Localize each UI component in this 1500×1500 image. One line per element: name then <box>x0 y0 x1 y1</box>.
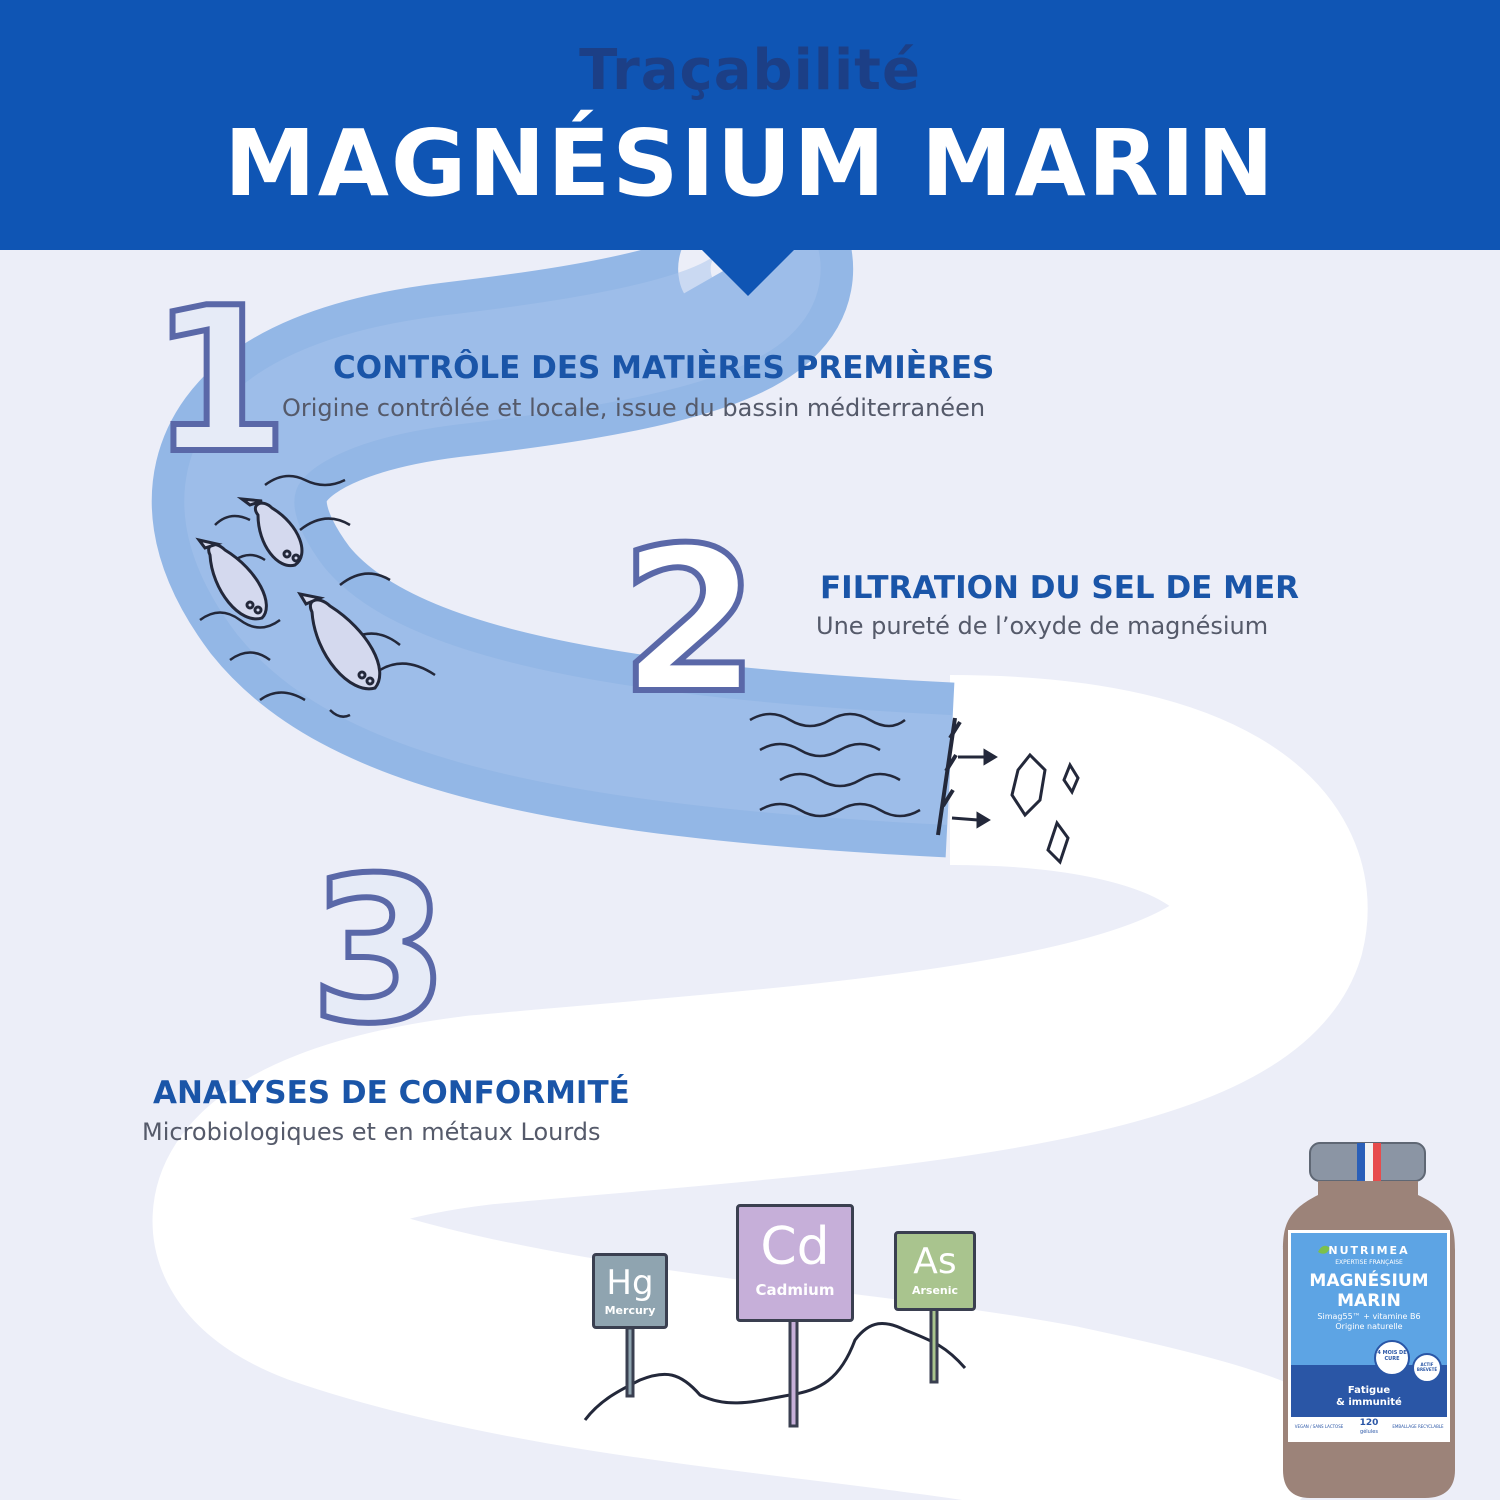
product-ingredients: Simag55™ + vitamine B6 <box>1317 1312 1421 1321</box>
leaf-icon <box>1318 1245 1330 1254</box>
product-benefit-line1: Fatigue <box>1347 1385 1391 1396</box>
product-benefit-line2: & immunité <box>1336 1397 1402 1408</box>
element-name: Arsenic <box>911 1284 959 1297</box>
product-bottle <box>1283 1142 1455 1498</box>
wave-icon <box>749 712 921 818</box>
element-name: Mercury <box>604 1304 656 1317</box>
element-name: Cadmium <box>755 1281 835 1299</box>
step-1-description: Origine contrôlée et locale, issue du ba… <box>282 394 986 422</box>
step-number-3: 3 <box>310 835 449 1068</box>
product-footer-left: VEGAN / SANS LACTOSE <box>1294 1424 1344 1429</box>
step-1-title: CONTRÔLE DES MATIÈRES PREMIÈRES <box>333 350 995 386</box>
product-cure-badge: 4 MOIS DE CURE <box>1377 1350 1407 1362</box>
filter-icon <box>936 717 962 836</box>
step-number-1: 1 <box>150 265 289 498</box>
cure-badge-icon <box>1374 1340 1410 1376</box>
header-banner <box>0 0 1500 250</box>
step-3-description: Microbiologiques et en métaux Lourds <box>142 1118 601 1146</box>
step-2-description: Une pureté de l’oxyde de magnésium <box>816 612 1269 640</box>
product-tagline: EXPERTISE FRANÇAISE <box>1335 1259 1403 1266</box>
product-name-line1: MAGNÉSIUM <box>1309 1271 1429 1291</box>
header-pointer <box>700 248 796 296</box>
element-sign-arsenic: As Arsenic <box>894 1231 976 1311</box>
product-actif-badge: ACTIF BREVETÉ <box>1416 1362 1438 1372</box>
actif-badge-icon <box>1412 1353 1442 1383</box>
element-symbol: Hg <box>606 1263 654 1303</box>
header-title: MAGNÉSIUM MARIN <box>224 110 1276 217</box>
product-brand: NUTRIMEA <box>1328 1244 1410 1257</box>
crystal-icon <box>1010 752 1080 865</box>
step-2-title: FILTRATION DU SEL DE MER <box>820 570 1300 606</box>
product-name-line2: MARIN <box>1337 1291 1401 1311</box>
wave-icon <box>199 474 436 718</box>
product-origin: Origine naturelle <box>1335 1322 1403 1331</box>
fish-icon <box>195 496 382 691</box>
arrow-icon <box>951 748 998 829</box>
white-river-path <box>152 675 1368 1500</box>
product-count: 120 <box>1359 1418 1379 1428</box>
element-sign-cadmium: Cd Cadmium <box>736 1204 854 1322</box>
element-sign-mercury: Hg Mercury <box>592 1253 668 1329</box>
element-symbol: Cd <box>760 1217 830 1277</box>
step-number-2: 2 <box>620 505 759 738</box>
element-symbol: As <box>913 1241 957 1282</box>
step-3-title: ANALYSES DE CONFORMITÉ <box>153 1075 630 1111</box>
product-count-unit: gélules <box>1360 1429 1378 1435</box>
header-subtitle: Traçabilité <box>579 38 921 103</box>
product-footer-right: EMBALLAGE RECYCLABLE <box>1392 1424 1444 1429</box>
